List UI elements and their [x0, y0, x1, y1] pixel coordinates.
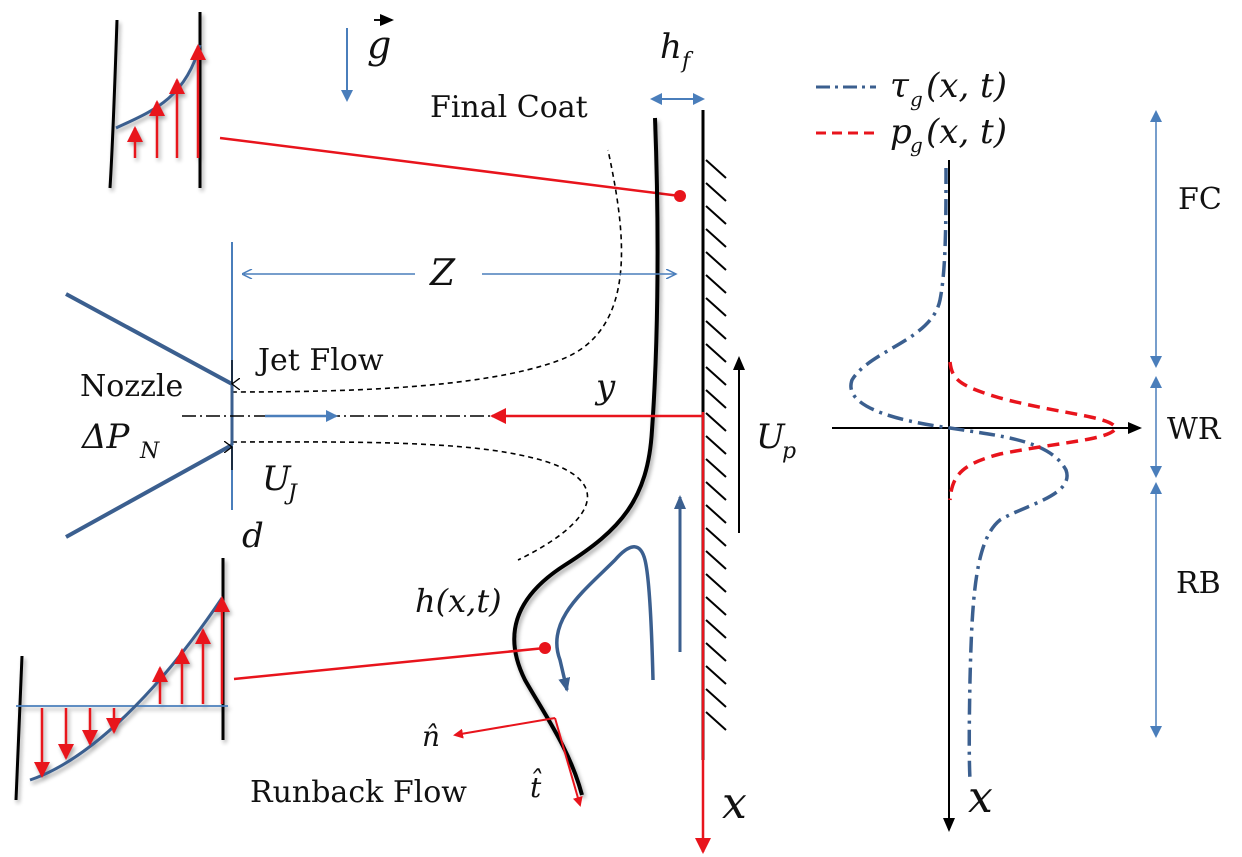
- strip-hatch-line: [705, 688, 727, 708]
- x-axis-label-right: x: [968, 772, 993, 823]
- strip-hatch-line: [705, 297, 727, 317]
- strip-hatch-line: [705, 481, 727, 501]
- strip-hatch-line: [705, 596, 727, 616]
- strip-hatch-line: [705, 205, 727, 225]
- jet-velocity-label: U: [262, 459, 292, 499]
- legend-pressure-symbol: p: [890, 112, 912, 152]
- inset-top-connector: [219, 136, 681, 198]
- strip-hatch-line: [705, 251, 727, 271]
- runback-flow-label: Runback Flow: [250, 775, 467, 810]
- legend-shear-sub: g: [910, 87, 923, 111]
- runback-recirculation-arrow: [555, 545, 655, 692]
- strip-hatch-line: [705, 182, 727, 202]
- x-axis-label-left: x: [722, 778, 747, 829]
- inset-top-profile-curve: [115, 44, 202, 130]
- inset-bottom-profile-curve: [29, 597, 224, 782]
- normal-tangent-vectors: n̂ t̂: [422, 717, 583, 807]
- gas-pressure-curve: [948, 361, 1118, 501]
- strip-hatch-line: [705, 711, 727, 731]
- strip-hatch-line: [705, 665, 727, 685]
- jet-boundary-lower: [231, 441, 589, 561]
- strip-hatch-line: [705, 320, 727, 340]
- nozzle-diameter-label: d: [242, 516, 264, 556]
- strip-hatch-line: [705, 573, 727, 593]
- strip-hatch-line: [705, 412, 727, 432]
- normal-vector: [453, 717, 556, 739]
- strip-hatch-line: [705, 435, 727, 455]
- strip-hatch-line: [705, 159, 727, 179]
- legend-pressure-sub: g: [910, 133, 923, 157]
- strip-velocity-label: U: [756, 417, 786, 457]
- strip-hatch-line: [705, 458, 727, 478]
- jet-velocity-sub: J: [284, 481, 298, 506]
- strip-hatch-line: [705, 389, 727, 409]
- moving-strip: [701, 110, 727, 760]
- strip-hatch-line: [705, 527, 727, 547]
- jet-flow-label: Jet Flow: [255, 343, 384, 378]
- strip-velocity-sub: p: [782, 439, 796, 464]
- strip-hatch-line: [705, 366, 727, 386]
- inset-bottom-film-boundary: [14, 655, 24, 801]
- pressure-drop-sub: N: [139, 439, 160, 464]
- gravity-indicator: g: [341, 14, 394, 102]
- final-coat-label: Final Coat: [430, 90, 588, 125]
- strip-hatching: [705, 159, 727, 731]
- film-thickness-indicator: h f: [650, 27, 705, 105]
- region-fc-label: FC: [1178, 182, 1222, 217]
- inset-bottom-connector-dot: [539, 642, 551, 654]
- region-brackets: FC WR RB: [1150, 110, 1222, 738]
- pressure-drop-label: ΔP: [80, 417, 131, 457]
- liquid-film-surface: [512, 117, 660, 796]
- nozzle: Nozzle ΔP N d: [65, 292, 264, 556]
- legend: τ g (x, t) p g (x, t): [816, 66, 1007, 157]
- inset-top-connector-dot: [674, 190, 686, 202]
- film-thickness-sub: f: [680, 49, 694, 74]
- shear-stress-curve: [849, 167, 1069, 781]
- legend-pressure-args: (x, t): [926, 112, 1007, 152]
- tangent-vector: [554, 717, 583, 807]
- inset-bottom-velocity-profile: [14, 558, 230, 801]
- tangent-label: t̂: [530, 769, 542, 804]
- film-profile-label: h(x,t): [415, 582, 502, 620]
- film-thickness-label: h: [660, 27, 682, 67]
- region-wr-label: WR: [1167, 412, 1222, 447]
- y-axis-label: y: [594, 367, 616, 407]
- strip-hatch-line: [705, 642, 727, 662]
- strip-hatch-line: [705, 504, 727, 524]
- gravity-label: g: [367, 23, 391, 67]
- nozzle-lower-lip: [65, 443, 233, 539]
- nozzle-label: Nozzle: [80, 369, 183, 404]
- normal-label: n̂: [422, 720, 440, 753]
- region-rb-label: RB: [1176, 566, 1221, 601]
- strip-hatch-line: [705, 619, 727, 639]
- nozzle-upper-lip: [65, 292, 233, 386]
- inset-top-velocity-profile: [108, 12, 206, 189]
- legend-shear-symbol: τ: [890, 66, 910, 106]
- standoff-distance-label: Z: [429, 253, 456, 294]
- legend-shear-args: (x, t): [926, 66, 1007, 106]
- strip-hatch-line: [705, 228, 727, 248]
- inset-top-film-boundary: [108, 19, 119, 189]
- strip-hatch-line: [705, 343, 727, 363]
- strip-hatch-line: [705, 550, 727, 570]
- inset-bottom-connector: [233, 646, 546, 681]
- strip-hatch-line: [705, 274, 727, 294]
